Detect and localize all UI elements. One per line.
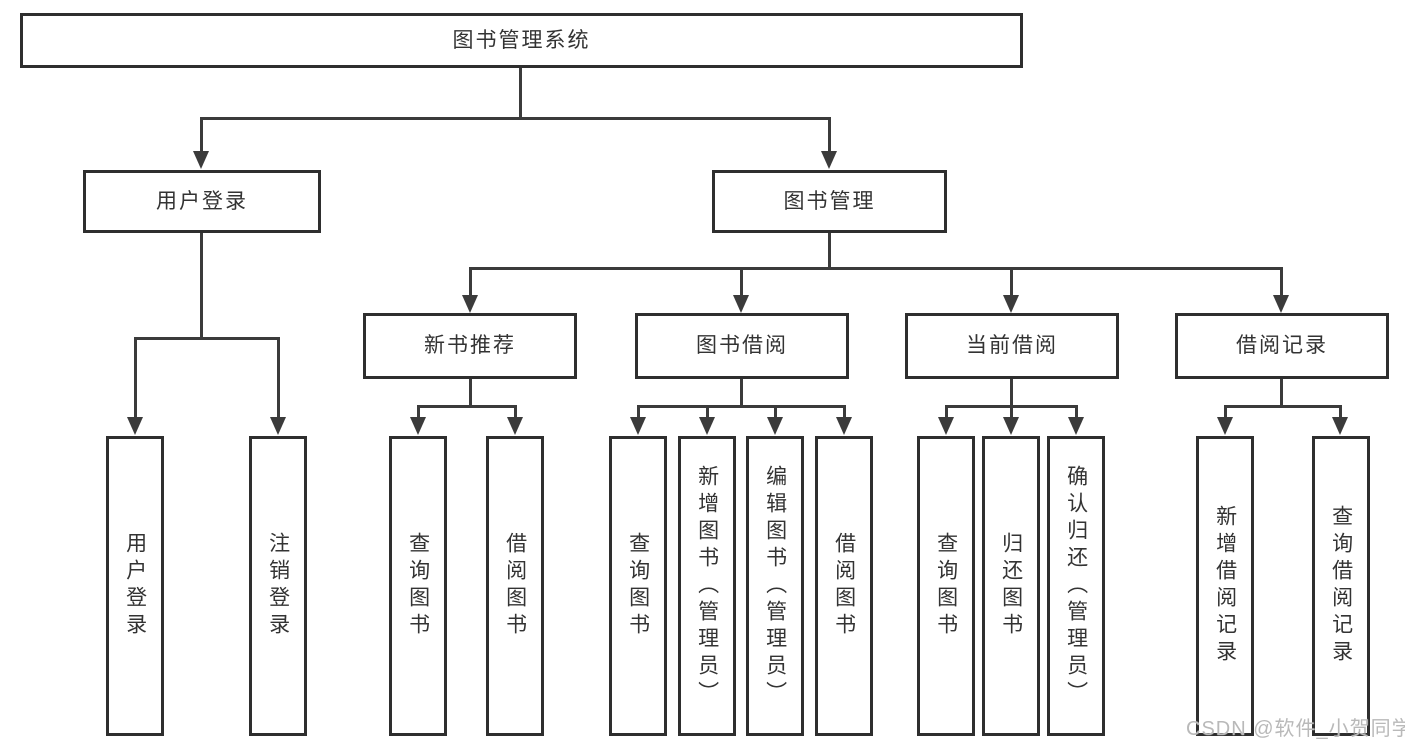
arrowhead-leaf xyxy=(938,417,954,435)
edge-user-login-down xyxy=(200,233,203,339)
edge-stub xyxy=(774,405,777,419)
node-current-borrow: 当前借阅 xyxy=(905,313,1119,379)
edge-new-book-split xyxy=(417,405,517,408)
leaf-user-login: 用户登录 xyxy=(106,436,164,736)
edge-stub xyxy=(514,405,517,419)
edge-new-book-down xyxy=(469,379,472,407)
leaf-query-books-recommend: 查询图书 xyxy=(389,436,447,736)
leaf-edit-books-admin: 编辑图书（管理员） xyxy=(746,436,804,736)
leaf-add-borrow-record: 新增借阅记录 xyxy=(1196,436,1254,736)
leaf-query-books-current: 查询图书 xyxy=(917,436,975,736)
edge-to-book-borrow xyxy=(740,267,743,297)
arrowhead-leaf xyxy=(1332,417,1348,435)
edge-stub xyxy=(637,405,640,419)
leaf-borrow-books-recommend: 借阅图书 xyxy=(486,436,544,736)
arrowhead-leaf xyxy=(836,417,852,435)
edge-book-mgmt-down xyxy=(828,233,831,268)
edge-stub xyxy=(1075,405,1078,419)
arrowhead-leaf xyxy=(1217,417,1233,435)
edge-book-mgmt-split xyxy=(469,267,1283,270)
arrowhead-user-login xyxy=(193,151,209,169)
arrowhead-leaf xyxy=(1003,417,1019,435)
node-root: 图书管理系统 xyxy=(20,13,1023,68)
edge-stub xyxy=(706,405,709,419)
edge-current-borrow-down xyxy=(1010,379,1013,407)
edge-to-leaf-logout xyxy=(277,337,280,419)
node-user-login: 用户登录 xyxy=(83,170,321,233)
arrowhead-book-borrow xyxy=(733,295,749,313)
leaf-logout: 注销登录 xyxy=(249,436,307,736)
arrowhead-leaf xyxy=(630,417,646,435)
edge-book-borrow-down xyxy=(740,379,743,407)
edge-to-user-login xyxy=(200,117,203,153)
arrowhead-leaf xyxy=(1068,417,1084,435)
edge-root-split xyxy=(200,117,831,120)
arrowhead-leaf xyxy=(767,417,783,435)
edge-root-down xyxy=(519,68,522,118)
edge-borrow-record-split xyxy=(1224,405,1342,408)
leaf-confirm-return-admin: 确认归还（管理员） xyxy=(1047,436,1105,736)
node-book-mgmt: 图书管理 xyxy=(712,170,947,233)
arrowhead-leaf xyxy=(699,417,715,435)
node-new-book: 新书推荐 xyxy=(363,313,577,379)
edge-to-borrow-record xyxy=(1280,267,1283,297)
arrowhead-leaf xyxy=(410,417,426,435)
leaf-query-books: 查询图书 xyxy=(609,436,667,736)
arrowhead-book-mgmt xyxy=(821,151,837,169)
arrowhead-leaf-logout xyxy=(270,417,286,435)
leaf-add-books-admin: 新增图书（管理员） xyxy=(678,436,736,736)
edge-stub xyxy=(843,405,846,419)
arrowhead-leaf-login xyxy=(127,417,143,435)
edge-stub xyxy=(945,405,948,419)
edge-stub xyxy=(1339,405,1342,419)
node-book-borrow: 图书借阅 xyxy=(635,313,849,379)
arrowhead-current-borrow xyxy=(1003,295,1019,313)
leaf-return-books: 归还图书 xyxy=(982,436,1040,736)
edge-borrow-record-down xyxy=(1280,379,1283,407)
edge-stub xyxy=(1224,405,1227,419)
arrowhead-borrow-record xyxy=(1273,295,1289,313)
edge-stub xyxy=(1010,405,1013,419)
edge-to-leaf-login xyxy=(134,337,137,419)
leaf-borrow-books: 借阅图书 xyxy=(815,436,873,736)
node-borrow-record: 借阅记录 xyxy=(1175,313,1389,379)
arrowhead-new-book xyxy=(462,295,478,313)
csdn-watermark: CSDN @软件_小贺同学 xyxy=(1186,718,1405,740)
edge-to-book-mgmt xyxy=(828,117,831,153)
arrowhead-leaf xyxy=(507,417,523,435)
leaf-query-borrow-record: 查询借阅记录 xyxy=(1312,436,1370,736)
edge-to-current-borrow xyxy=(1010,267,1013,297)
edge-to-new-book xyxy=(469,267,472,297)
edge-user-login-split xyxy=(134,337,280,340)
edge-stub xyxy=(417,405,420,419)
edge-book-borrow-split xyxy=(637,405,846,408)
